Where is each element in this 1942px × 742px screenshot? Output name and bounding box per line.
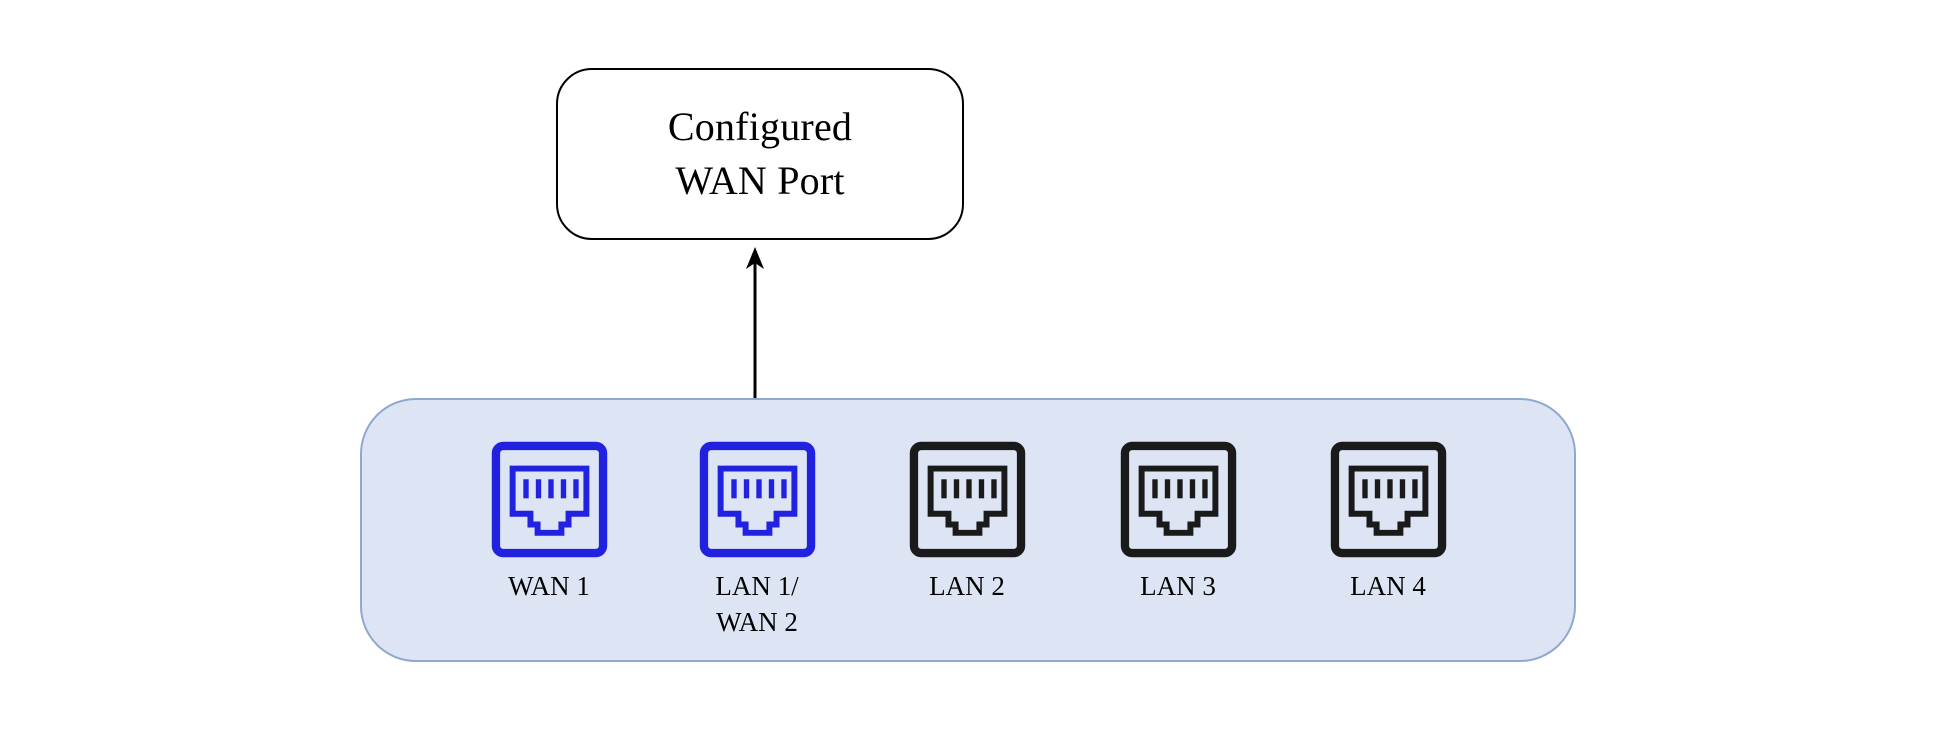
port-lan-2[interactable]: LAN 2: [862, 440, 1072, 604]
ethernet-rj45-icon: [699, 441, 815, 558]
port-lan-4[interactable]: LAN 4: [1283, 440, 1493, 604]
device-port-panel: WAN 1 LAN 1/ WAN 2 LAN 2 LAN 3 LAN 4: [360, 398, 1576, 662]
port-label: WAN 1: [508, 571, 590, 601]
port-lan-1-wan-2[interactable]: LAN 1/ WAN 2: [652, 440, 862, 640]
configured-wan-port-label: Configured WAN Port: [667, 104, 853, 203]
ethernet-rj45-icon: [1330, 441, 1446, 558]
port-lan-3[interactable]: LAN 3: [1073, 440, 1283, 604]
port-label: LAN 4: [1350, 571, 1426, 601]
ethernet-rj45-icon: [1120, 441, 1236, 558]
port-label: LAN 3: [1140, 571, 1216, 601]
ethernet-rj45-icon: [491, 441, 607, 558]
configured-wan-port-box: Configured WAN Port: [556, 68, 964, 240]
ports-row: WAN 1 LAN 1/ WAN 2 LAN 2 LAN 3 LAN 4: [362, 400, 1574, 660]
ethernet-rj45-icon: [909, 441, 1025, 558]
port-wan-1[interactable]: WAN 1: [444, 440, 654, 604]
port-label: LAN 1/ WAN 2: [715, 571, 799, 637]
port-label: LAN 2: [929, 571, 1005, 601]
